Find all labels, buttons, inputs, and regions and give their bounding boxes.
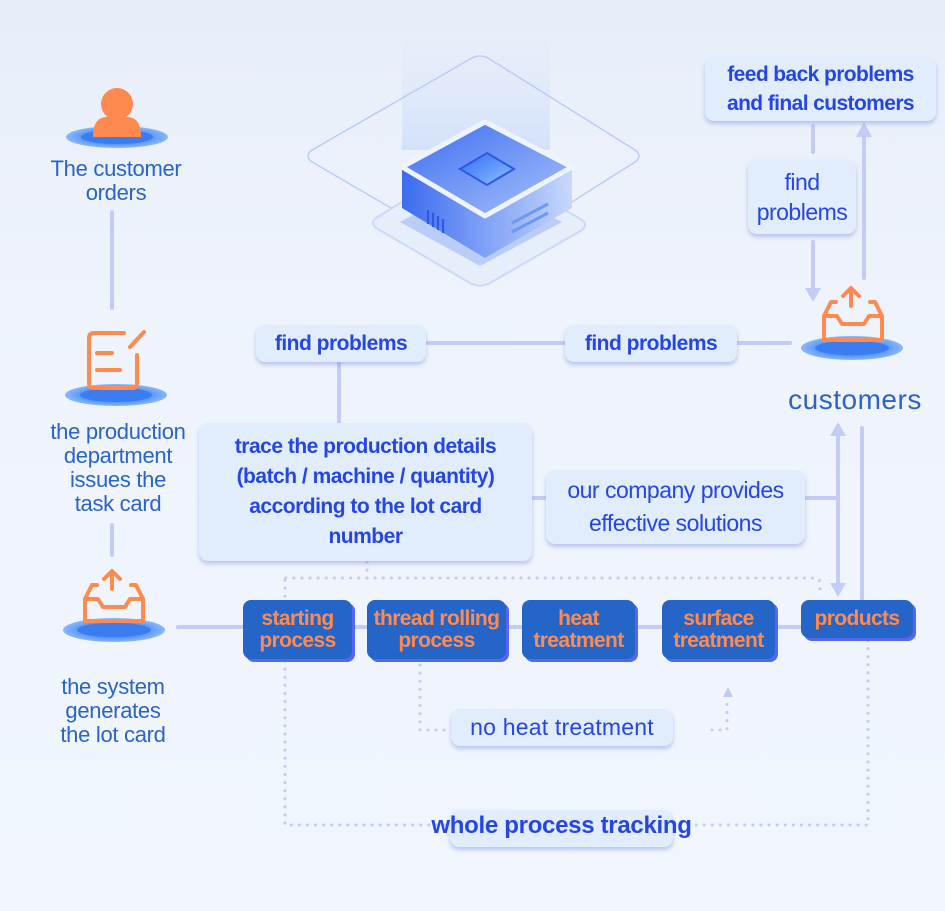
whole-process-tracking-box: whole process tracking	[431, 810, 692, 847]
arrow-up-surface	[723, 687, 733, 697]
whole-process-tracking-label: whole process tracking	[431, 812, 692, 839]
dotted-whole-tracking	[283, 578, 870, 827]
server-chip-illustration	[300, 40, 645, 290]
arrow-up-feedback	[856, 122, 872, 137]
find-problems-right-box: find problems	[565, 325, 737, 362]
task-card-icon	[65, 330, 167, 406]
dotted-no-heat-bypass	[418, 663, 729, 732]
company-solutions-box: our company provides effective solutions	[546, 470, 805, 544]
find-problems-vertical-box: find problems	[748, 160, 856, 234]
customers-label: customers	[788, 384, 922, 415]
process-step-starting: starting process	[243, 600, 352, 659]
process-step-products: products	[801, 600, 913, 638]
process-step-heat-treatment: heat treatment	[522, 600, 635, 659]
dotted-trace-to-products	[283, 560, 822, 597]
process-step-surface-treatment: surface treatment	[662, 600, 775, 659]
arrow-down-customers	[805, 288, 821, 302]
system-generates-icon	[60, 565, 168, 650]
production-department-label: the production department issues the tas…	[50, 419, 186, 516]
system-generates-label: the system generates the lot card	[60, 674, 166, 747]
find-problems-left-box: find problems	[256, 325, 426, 362]
arrow-up-customers	[830, 422, 846, 436]
server-chip-icon	[307, 40, 640, 287]
upload-tray-icon	[801, 286, 903, 360]
customer-orders-label: The customer orders	[50, 156, 182, 205]
production-department-icon	[64, 325, 169, 410]
trace-production-box: trace the production details (batch / ma…	[199, 423, 532, 561]
feedback-problems-box: feed back problems and final customers	[705, 57, 936, 121]
customers-icon	[798, 280, 906, 365]
upload-tray-icon	[63, 569, 165, 642]
customer-orders-icon	[65, 85, 170, 155]
no-heat-treatment-box: no heat treatment	[451, 709, 673, 746]
process-step-thread-rolling: thread rolling process	[367, 600, 506, 659]
arrow-down-products	[830, 583, 846, 597]
person-icon	[66, 88, 168, 148]
